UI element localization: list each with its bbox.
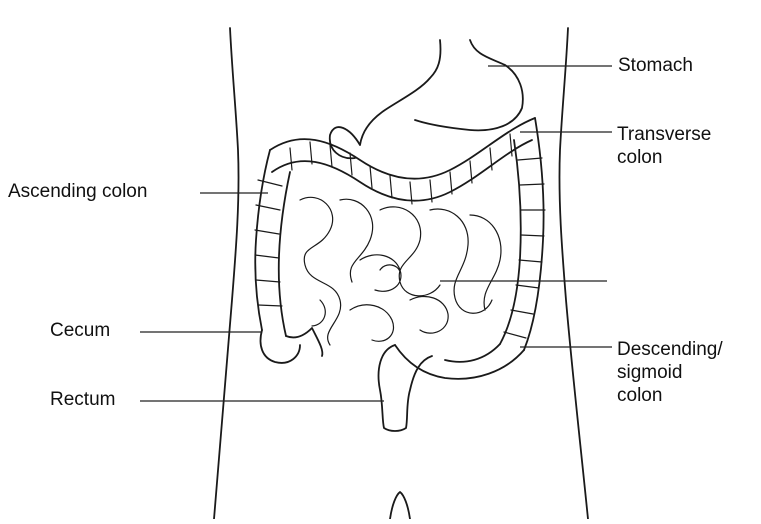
descending-colon-label-line3: colon (617, 385, 662, 407)
body-outline-left (214, 28, 239, 519)
descending-colon-label-line2: sigmoid (617, 362, 682, 384)
ascending-colon-label: Ascending colon (8, 181, 147, 203)
ascending-colon (255, 150, 270, 330)
transverse-colon (270, 118, 535, 179)
cecum-shape (261, 328, 323, 363)
rectum-label: Rectum (50, 389, 115, 411)
body-outline-right (559, 28, 588, 519)
cecum-label: Cecum (50, 320, 110, 342)
descending-colon (524, 118, 544, 350)
stomach-label: Stomach (618, 55, 693, 77)
pelvis-mark (390, 492, 410, 519)
small-intestine-loops (300, 197, 501, 345)
transverse-colon-label-line2: colon (617, 147, 662, 169)
descending-colon-label-line1: Descending/ (617, 339, 723, 361)
stomach-shape (330, 40, 523, 158)
transverse-colon-label-line1: Transverse (617, 124, 711, 146)
